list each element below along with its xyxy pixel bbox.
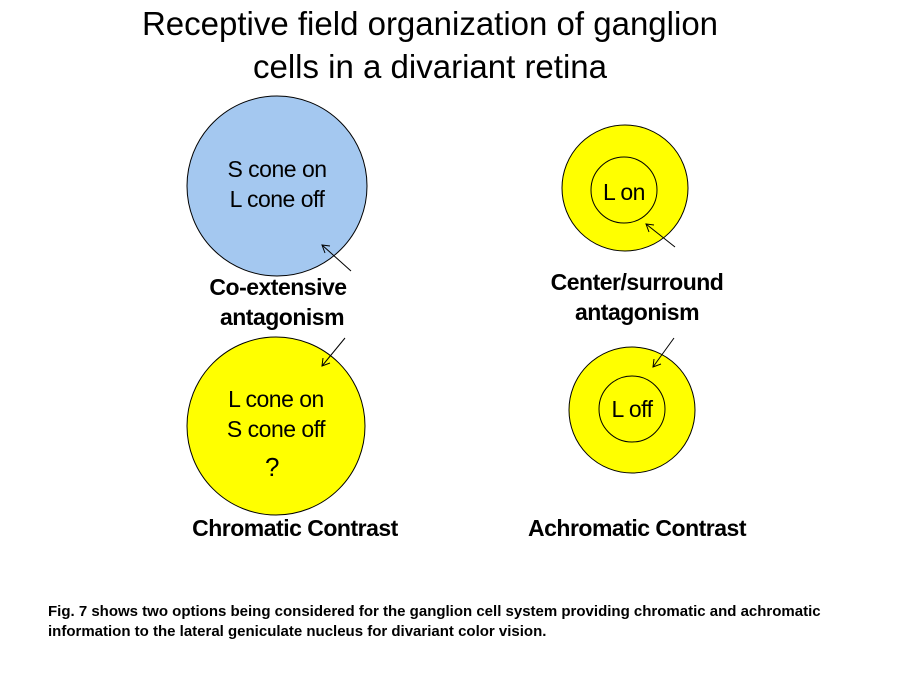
co-extensive-line2: antagonism — [219, 304, 345, 330]
chromatic-contrast-label: Chromatic Contrast — [192, 515, 398, 541]
co-extensive-line1: Co-extensive — [209, 274, 347, 300]
question-mark: ? — [265, 452, 279, 482]
achromatic-contrast-label: Achromatic Contrast — [528, 515, 746, 541]
center-surround-arrow-up — [645, 223, 676, 248]
slide-title: Receptive field organization of ganglion… — [0, 2, 860, 88]
l-cone-off-label: L cone off — [229, 186, 325, 212]
slide-title-line2: cells in a divariant retina — [252, 48, 607, 85]
co-extensive-arrow-up — [321, 244, 352, 272]
center-surround-line2: antagonism — [574, 299, 700, 325]
l-on-s-off-circle — [186, 336, 366, 516]
center-surround-line1: Center/surround — [550, 269, 724, 295]
l-on-label: L on — [603, 179, 645, 205]
s-on-l-off-text: S cone on L cone off — [197, 154, 357, 214]
l-on-s-off-text: L cone on S cone off ? — [196, 384, 356, 482]
s-cone-off-label: S cone off — [226, 416, 326, 442]
slide-title-line1: Receptive field organization of ganglion — [141, 5, 719, 42]
l-off-text: L off — [592, 394, 672, 424]
l-off-center-circle — [598, 375, 666, 443]
l-off-label: L off — [611, 396, 653, 422]
l-on-text: L on — [584, 177, 664, 207]
center-surround-label: Center/surround antagonism — [537, 267, 737, 327]
figure-caption: Fig. 7 shows two options being considere… — [48, 603, 821, 640]
l-cone-on-label: L cone on — [228, 386, 324, 412]
co-extensive-label: Co-extensive antagonism — [188, 272, 368, 332]
co-extensive-arrow-down — [321, 337, 346, 367]
s-cone-on-label: S cone on — [227, 156, 327, 182]
center-surround-arrow-down — [652, 337, 675, 368]
l-on-center-circle — [590, 156, 658, 224]
s-on-l-off-circle — [186, 95, 368, 277]
